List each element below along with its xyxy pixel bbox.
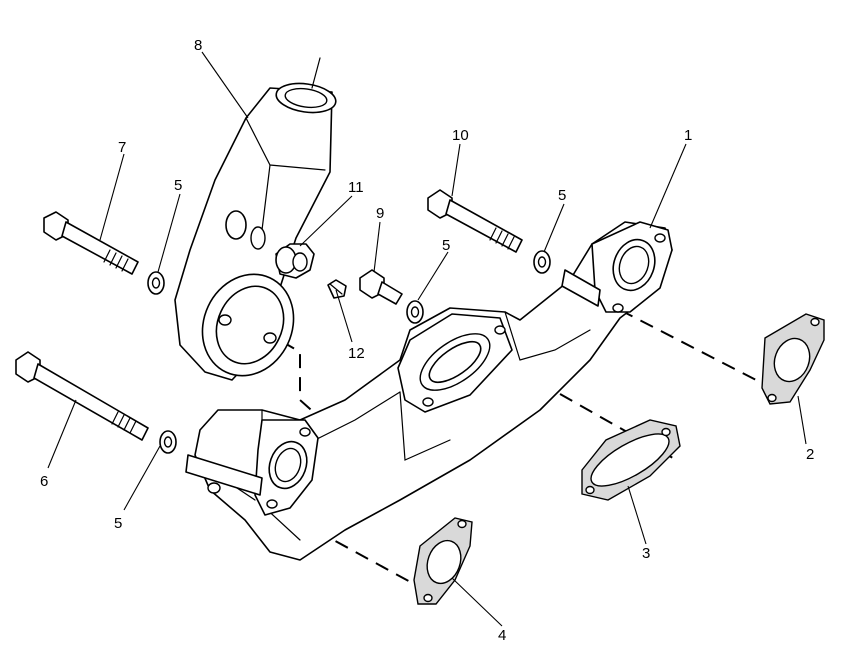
callout-11: 11 — [348, 179, 364, 196]
washers-part-5 — [147, 250, 551, 454]
callout-8: 8 — [194, 37, 202, 54]
callout-12: 12 — [348, 345, 365, 362]
callout-5-left-upper: 5 — [174, 177, 182, 194]
plug-part — [327, 279, 347, 299]
bolt-part-6 — [15, 351, 149, 441]
bolt-part-10 — [427, 189, 523, 253]
callout-9: 9 — [376, 205, 384, 222]
gasket-part-2 — [761, 313, 825, 405]
callout-5-right: 5 — [558, 187, 566, 204]
callout-5-left-lower: 5 — [114, 515, 122, 532]
callout-5-center: 5 — [442, 237, 450, 254]
fitting-nut-part — [275, 243, 315, 279]
callout-7: 7 — [118, 139, 126, 156]
bolt-part-7 — [43, 211, 139, 275]
callout-10: 10 — [452, 127, 469, 144]
callout-6: 6 — [40, 473, 48, 490]
gasket-part-4 — [413, 517, 473, 605]
callout-4: 4 — [498, 627, 506, 644]
callout-1: 1 — [684, 127, 692, 144]
gasket-part-3 — [581, 419, 681, 501]
callout-3: 3 — [642, 545, 650, 562]
callout-2: 2 — [806, 446, 814, 463]
elbow-outlet-part — [174, 57, 337, 381]
exhaust-manifold-part — [185, 221, 673, 561]
leader-lines — [47, 51, 807, 627]
bolt-part-9 — [359, 269, 403, 305]
callouts: 1 2 3 4 5 5 5 5 6 7 8 9 10 11 12 — [40, 37, 814, 644]
